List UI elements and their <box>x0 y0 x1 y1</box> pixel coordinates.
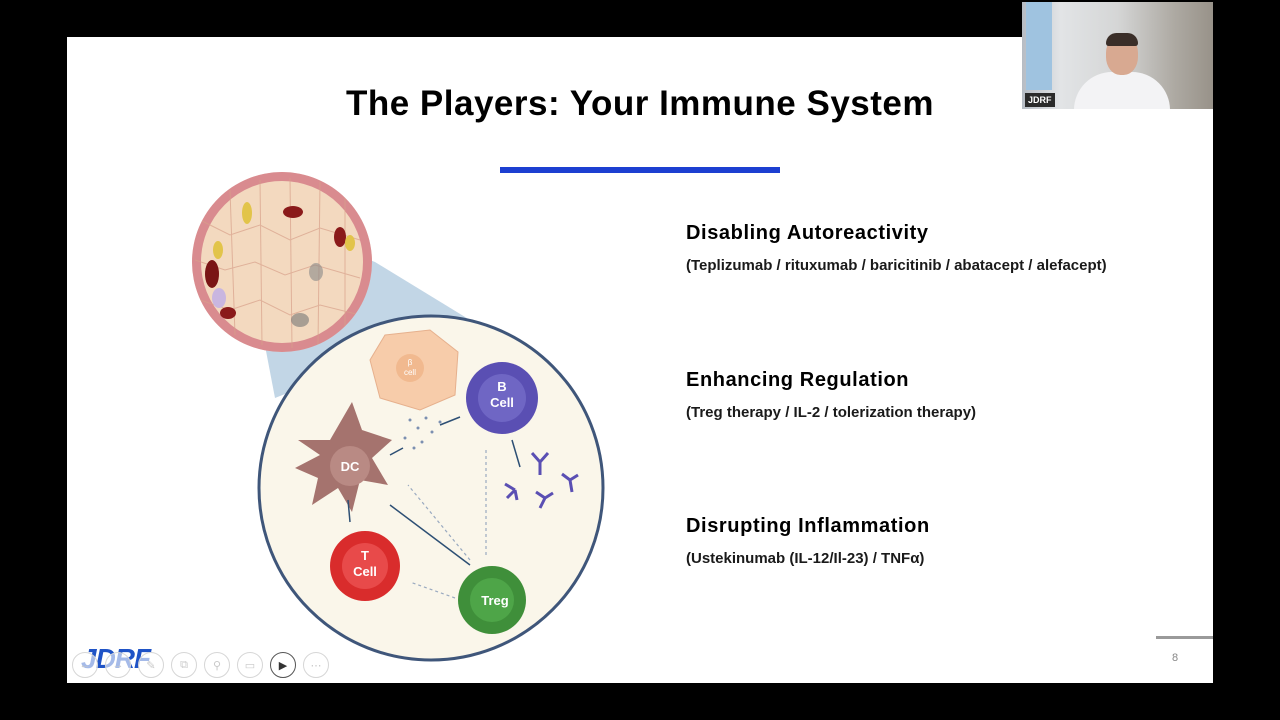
b-cell-label-line2: Cell <box>490 395 514 410</box>
more-icon[interactable]: ⋯ <box>303 652 329 678</box>
presenter-body <box>1074 72 1170 109</box>
antigen-particles <box>403 416 442 450</box>
t-cell-label-line2: Cell <box>353 564 377 579</box>
section-heading: Disabling Autoreactivity <box>686 222 929 244</box>
pen-icon[interactable]: ✎ <box>138 652 164 678</box>
webcam-name-tag: JDRF <box>1025 93 1055 107</box>
page-number: 8 <box>1172 652 1179 664</box>
beta-cell-symbol: β <box>408 358 413 367</box>
antibodies <box>504 452 579 509</box>
copy-icon[interactable]: ⧉ <box>171 652 197 678</box>
beta-cell-label: cell <box>404 368 416 377</box>
arrow-left-icon[interactable]: ← <box>72 652 98 678</box>
section-detail: (Teplizumab / rituxumab / baricitinib / … <box>686 257 1107 274</box>
islet-tissue <box>192 172 372 352</box>
section-detail: (Treg therapy / IL-2 / tolerization ther… <box>686 404 977 421</box>
section-detail: (Ustekinumab (IL-12/Il-23) / TNFα) <box>686 550 925 567</box>
zoom-icon[interactable]: ⚲ <box>204 652 230 678</box>
b-cell-label-line1: B <box>497 379 506 394</box>
arrow-right-icon[interactable]: → <box>105 652 131 678</box>
section-heading: Disrupting Inflammation <box>686 515 930 537</box>
treg-label: Treg <box>481 593 509 608</box>
t-cell-label-line1: T <box>361 548 369 563</box>
slide-title: The Players: Your Immune System <box>345 84 935 123</box>
progress-line <box>1156 636 1213 639</box>
dc-label: DC <box>341 459 360 474</box>
presentation-toolbar: ← → ✎ ⧉ ⚲ ▭ ▶ ⋯ <box>72 652 329 678</box>
video-icon[interactable]: ▶ <box>270 652 296 678</box>
webcam-feed: JDRF <box>1022 2 1213 109</box>
slide <box>67 37 1213 683</box>
section-heading: Enhancing Regulation <box>686 369 910 391</box>
title-underline <box>500 167 780 173</box>
screen-icon[interactable]: ▭ <box>237 652 263 678</box>
